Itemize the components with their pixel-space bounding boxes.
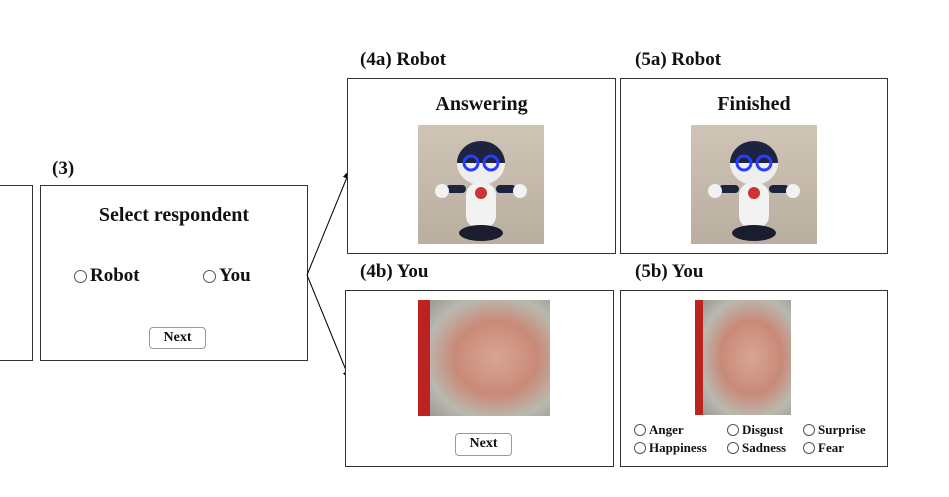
step5b-label: (5b) You bbox=[635, 261, 704, 282]
emotion-option-happiness[interactable]: Happiness bbox=[634, 440, 707, 456]
step5a-title: Finished bbox=[717, 93, 791, 115]
step4a-screen: Answering bbox=[347, 78, 616, 254]
step4a-label: (4a) Robot bbox=[360, 49, 447, 70]
step4b-screen: Next bbox=[345, 290, 614, 467]
radio-robot[interactable]: Robot bbox=[74, 265, 140, 287]
robot-image bbox=[691, 125, 817, 244]
step5a-label: (5a) Robot bbox=[635, 49, 722, 70]
step5b-screen: Anger Disgust Surprise Happiness Sadness… bbox=[620, 290, 888, 467]
arrow-to-robot bbox=[306, 169, 351, 276]
radio-circle-icon bbox=[74, 269, 87, 283]
radio-circle-icon bbox=[803, 424, 815, 436]
radio-circle-icon bbox=[803, 442, 815, 454]
robot-image bbox=[418, 125, 544, 244]
radio-circle-icon bbox=[203, 269, 216, 283]
radio-circle-icon bbox=[727, 424, 739, 436]
angry-face-image bbox=[418, 300, 550, 416]
angry-face-image bbox=[695, 300, 791, 415]
radio-circle-icon bbox=[727, 442, 739, 454]
radio-circle-icon bbox=[634, 442, 646, 454]
emotion-option-disgust[interactable]: Disgust bbox=[727, 422, 783, 438]
arrow-to-you bbox=[306, 274, 351, 381]
emotion-option-sadness[interactable]: Sadness bbox=[727, 440, 786, 456]
step3-label: (3) bbox=[52, 158, 75, 179]
radio-circle-icon bbox=[634, 424, 646, 436]
radio-you[interactable]: You bbox=[203, 265, 251, 287]
step5a-screen: Finished bbox=[620, 78, 888, 254]
next-button[interactable]: Next bbox=[149, 327, 206, 349]
step4a-title: Answering bbox=[435, 93, 528, 115]
emotion-option-surprise[interactable]: Surprise bbox=[803, 422, 866, 438]
emotion-option-anger[interactable]: Anger bbox=[634, 422, 684, 438]
step3-title: Select respondent bbox=[98, 204, 250, 226]
previous-step-box bbox=[0, 185, 33, 361]
step4b-label: (4b) You bbox=[360, 261, 429, 282]
emotion-option-fear[interactable]: Fear bbox=[803, 440, 844, 456]
step3-screen: Select respondent Robot You Next bbox=[40, 185, 308, 361]
next-button[interactable]: Next bbox=[455, 433, 512, 456]
